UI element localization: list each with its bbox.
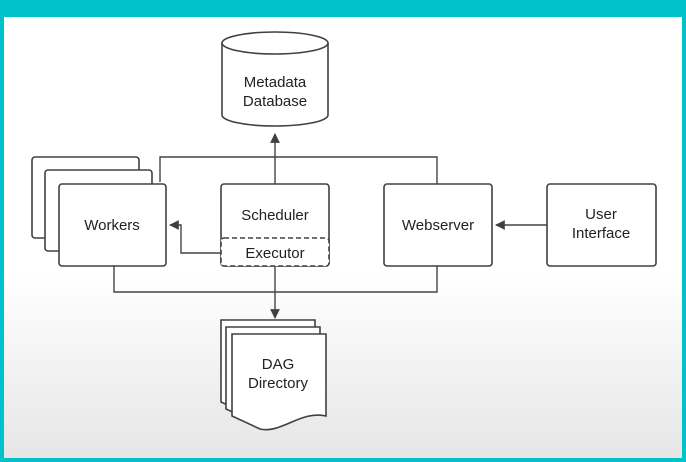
executor-label: Executor: [245, 245, 304, 262]
edge-top-bus: [159, 156, 438, 184]
webserver-box: [383, 183, 493, 267]
dag-directory-label-line1: DAG: [262, 356, 295, 373]
webserver-label: Webserver: [402, 217, 474, 234]
metadata-database-label-line2: Database: [243, 93, 307, 110]
dag-directory-label-line2: Directory: [248, 375, 309, 392]
workers-box: [58, 183, 167, 267]
metadata-database-label-line1: Metadata: [244, 74, 307, 91]
scheduler-node: Scheduler Executor: [220, 183, 330, 267]
executor-box: [220, 237, 330, 267]
dag-directory-doc-front: [231, 333, 327, 431]
edge-executor-to-workers: [169, 220, 221, 254]
metadata-database-node: Metadata Database: [221, 31, 329, 127]
dag-directory-node: DAG Directory: [220, 319, 327, 431]
user-interface-label-line1: User: [585, 206, 617, 223]
workers-node: Workers: [31, 156, 167, 267]
webserver-node: Webserver: [383, 183, 493, 267]
user-interface-node: User Interface: [546, 183, 657, 267]
user-interface-box: [546, 183, 657, 267]
connectors: [113, 133, 547, 319]
scheduler-label: Scheduler: [241, 207, 309, 224]
workers-label: Workers: [84, 217, 140, 234]
user-interface-label-line2: Interface: [572, 225, 630, 242]
